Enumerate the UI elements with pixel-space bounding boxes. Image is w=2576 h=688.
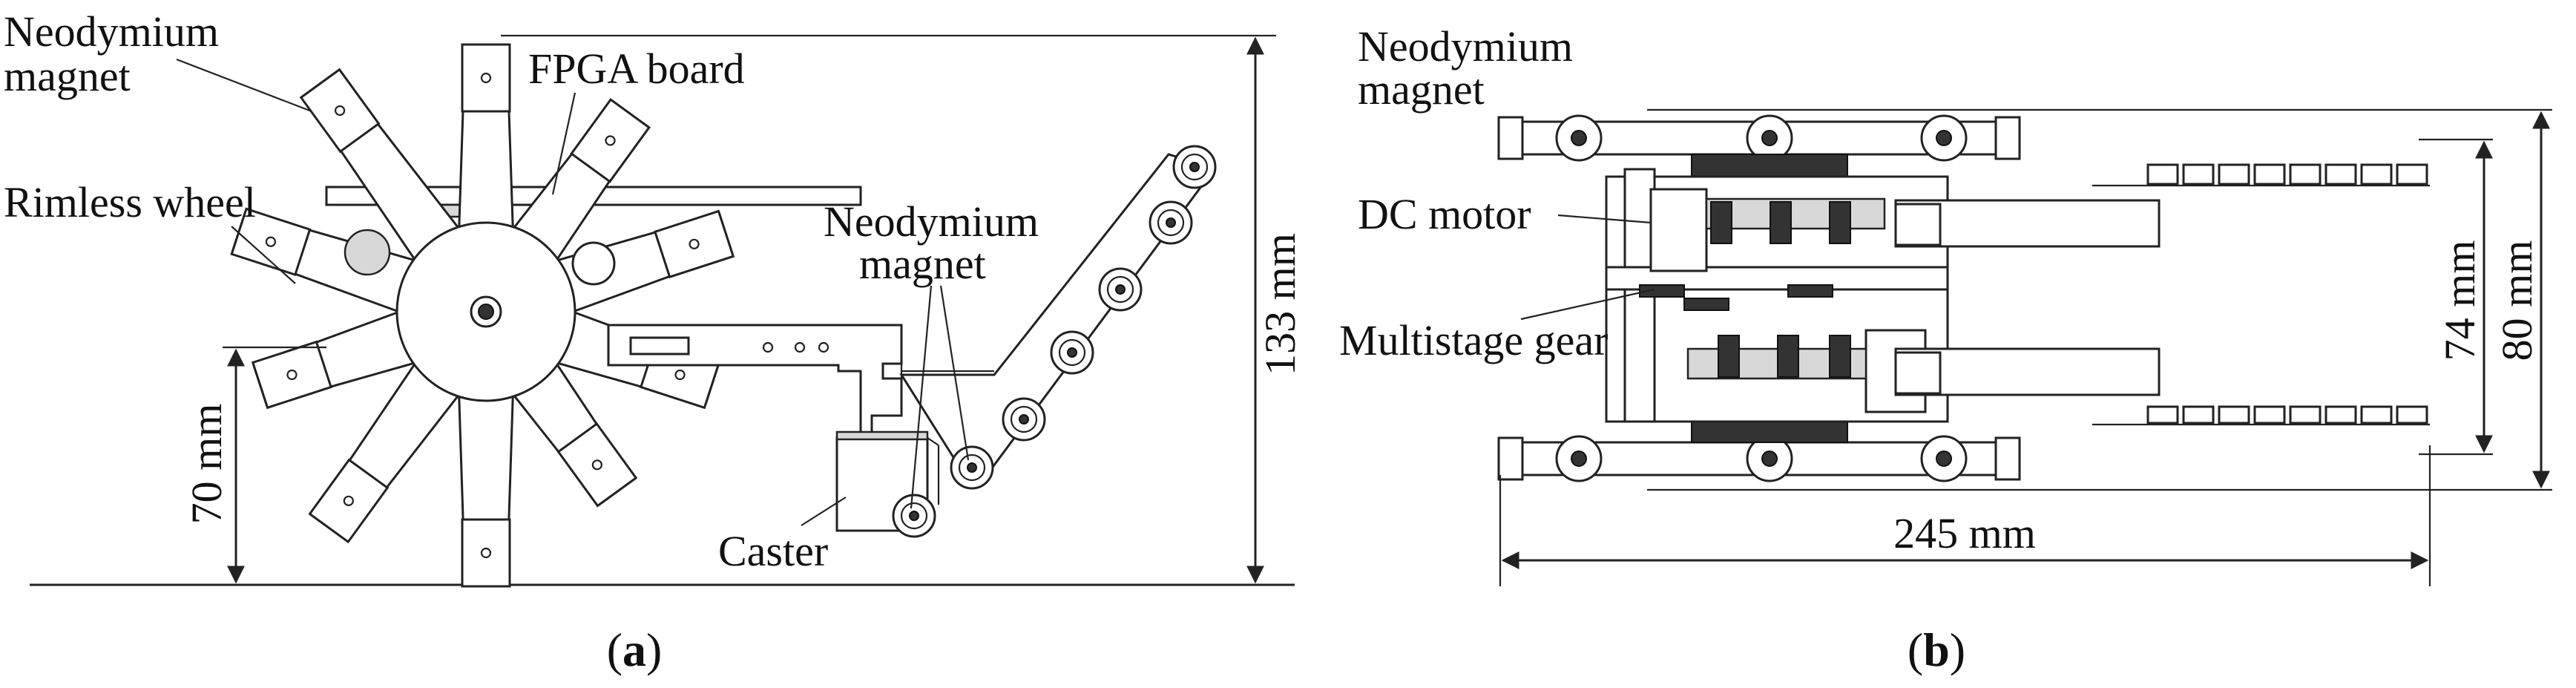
label-fpga-board: FPGA board [528, 45, 745, 93]
magnet-block [2289, 163, 2322, 186]
small-gear [571, 241, 616, 286]
leader-gear [1520, 288, 1655, 321]
gear [1777, 335, 1799, 378]
label-neodymium-magnet-a2-line1: Neodymium [824, 197, 1039, 246]
spoke-magnet [308, 458, 390, 544]
label-neodymium-magnet-b-line2: magnet [1358, 65, 1485, 114]
gear [1710, 201, 1732, 244]
spoke-magnet [299, 68, 381, 154]
panel-a: 133 mm 70 mm Neodymium magnet FPGA board… [4, 7, 1304, 676]
rear-arm-bottom [1894, 347, 2161, 396]
label-neodymium-magnet-a1-line2: magnet [4, 52, 131, 100]
wheel-spoke [456, 43, 516, 269]
magnet-block [2324, 163, 2357, 186]
gear [1787, 284, 1833, 298]
magnet-block [2182, 405, 2215, 425]
spoke-magnet [461, 43, 511, 113]
leader-magnet-a2b [939, 285, 970, 461]
axle-end [1994, 436, 2021, 481]
caption-b: (b) [1908, 623, 1965, 676]
spoke-magnet [461, 518, 511, 588]
magnet-block [2289, 405, 2322, 425]
label-neodymium-magnet-b-line1: Neodymium [1358, 22, 1573, 71]
magnet-block [2396, 405, 2428, 425]
axle-end [1994, 116, 2021, 160]
multistage-gear [1639, 201, 1851, 378]
label-neodymium-magnet-a2-line2: magnet [859, 240, 986, 288]
leader-rimless [231, 226, 296, 284]
spoke-magnet [570, 98, 651, 183]
dc-motor-top [1649, 188, 1886, 272]
magnet-block [2218, 163, 2250, 186]
dimension-245mm: 245 mm [1499, 445, 2431, 586]
magnet-block [2146, 405, 2179, 425]
spoke-magnet [556, 422, 638, 508]
gear-band [1691, 154, 1848, 177]
dimension-80mm: 80 mm [2493, 111, 2550, 489]
axle-end [1497, 436, 1524, 481]
caption-a: (a) [607, 623, 663, 676]
rear-arm-top [1894, 199, 2161, 248]
dimension-133mm: 133 mm [1246, 36, 1304, 584]
dim-70mm-label: 70 mm [183, 404, 231, 525]
spoke-magnet [230, 207, 312, 276]
neodymium-magnet-rows [2092, 163, 2430, 426]
gear [1829, 201, 1851, 244]
magnet-block [2324, 405, 2357, 425]
spoke-magnet [653, 209, 735, 279]
axle-end [1497, 116, 1524, 160]
wheel-axle-top [1497, 114, 2021, 177]
label-neodymium-magnet-a1-line1: Neodymium [4, 7, 219, 56]
magnet-block [2360, 163, 2393, 186]
dimension-70mm: 70 mm [183, 346, 326, 584]
gear-band [1691, 419, 1848, 443]
magnet-block [2146, 163, 2179, 186]
magnet-block [2253, 163, 2286, 186]
label-dc-motor: DC motor [1358, 190, 1531, 238]
gear [1829, 335, 1851, 378]
leader-fpga [551, 92, 576, 195]
gear [1718, 335, 1740, 378]
label-caster: Caster [718, 527, 828, 575]
magnet-block [2182, 163, 2215, 186]
magnet-block [2396, 163, 2428, 186]
chassis-arm [607, 324, 994, 436]
leader-magnet-a2a [910, 285, 933, 509]
leader-caster [801, 497, 847, 526]
gear [1683, 298, 1729, 311]
dim-245mm-label: 245 mm [1893, 509, 2036, 557]
magnet-block [2218, 405, 2250, 425]
neodymium-magnets-track [892, 145, 1217, 538]
leader-magnet-a1 [176, 58, 312, 113]
rimless-wheel [230, 43, 735, 588]
label-multistage-gear: Multistage gear [1339, 316, 1608, 364]
spoke-magnet [251, 340, 333, 410]
wheel-axle-bottom [1497, 419, 2021, 482]
wheel-axle [470, 295, 502, 328]
magnet-block [2360, 405, 2393, 425]
dimension-74mm: 74 mm [2436, 140, 2493, 453]
dim-133mm-label: 133 mm [1256, 233, 1304, 376]
small-gear [344, 229, 391, 276]
magnet-block [2253, 405, 2286, 425]
leader-dc-motor [1557, 214, 1652, 224]
panel-b: 74 mm 80 mm 245 mm Neodymium magnet DC m… [1339, 22, 2552, 676]
label-rimless-wheel: Rimless wheel [4, 178, 256, 226]
dim-80mm-label: 80 mm [2493, 240, 2541, 361]
gear [1770, 201, 1792, 244]
gear [1639, 284, 1685, 298]
dim-74mm-label: 74 mm [2436, 240, 2484, 361]
wheel-spoke [456, 355, 516, 588]
